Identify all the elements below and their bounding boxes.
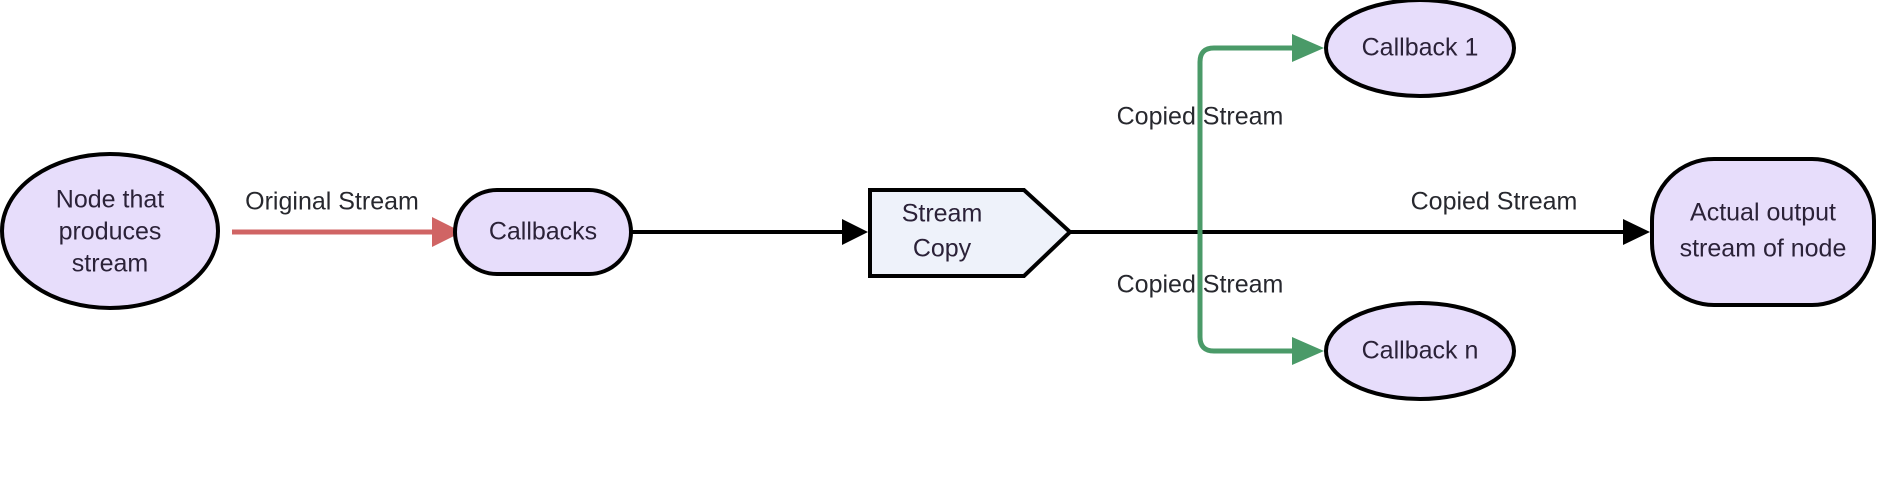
node-callbackn[interactable]: Callback n	[1324, 301, 1516, 401]
edge-line-copied-stream-callback1	[1197, 45, 1292, 232]
node-callback1-label: Callback 1	[1362, 34, 1479, 62]
node-callbacks-label: Callbacks	[489, 218, 597, 246]
arrowhead-callbacks-streamcopy	[842, 219, 868, 245]
edge-label-copied-stream-callback1: Copied Stream	[1117, 103, 1284, 131]
node-producer[interactable]: Node that produces stream	[0, 152, 220, 310]
node-callbacks-shape[interactable]	[453, 188, 633, 276]
edge-streamcopy-callback1: Copied Stream	[1117, 34, 1324, 232]
node-output-label-line1: Actual output	[1690, 199, 1836, 227]
edge-streamcopy-output: Copied Stream	[1070, 188, 1650, 245]
edge-label-copied-stream-output: Copied Stream	[1411, 188, 1578, 216]
edge-producer-callbacks: Original Stream	[232, 188, 462, 247]
node-callbackn-label: Callback n	[1362, 337, 1479, 365]
node-streamcopy[interactable]: Stream Copy	[868, 188, 1073, 278]
edge-label-original-stream: Original Stream	[245, 188, 419, 216]
arrowhead-copied-stream-callbackn	[1292, 337, 1324, 365]
node-producer-label-line2: produces	[59, 218, 162, 246]
arrowhead-original-stream	[432, 217, 462, 247]
node-output[interactable]: Actual output stream of node	[1650, 157, 1876, 307]
node-callbacks[interactable]: Callbacks	[453, 188, 633, 276]
edge-line-copied-stream-callbackn	[1197, 232, 1292, 354]
edge-callbacks-streamcopy	[630, 219, 868, 245]
edge-streamcopy-callbackn: Copied Stream	[1117, 232, 1324, 365]
node-output-label-line2: stream of node	[1680, 235, 1847, 263]
edge-label-copied-stream-callbackn: Copied Stream	[1117, 271, 1284, 299]
node-producer-shape[interactable]	[0, 152, 220, 310]
node-streamcopy-label-line2: Copy	[913, 235, 972, 263]
node-producer-label-line1: Node that	[56, 186, 164, 214]
node-streamcopy-shape[interactable]	[868, 188, 1073, 278]
node-callback1-shape[interactable]	[1324, 0, 1516, 98]
arrowhead-copied-stream-callback1	[1292, 34, 1324, 62]
node-callbackn-shape[interactable]	[1324, 301, 1516, 401]
node-output-shape[interactable]	[1650, 157, 1876, 307]
node-callback1[interactable]: Callback 1	[1324, 0, 1516, 98]
node-streamcopy-label-line1: Stream	[902, 200, 983, 228]
node-producer-label-line3: stream	[72, 250, 148, 278]
arrowhead-copied-stream-output	[1623, 219, 1650, 245]
